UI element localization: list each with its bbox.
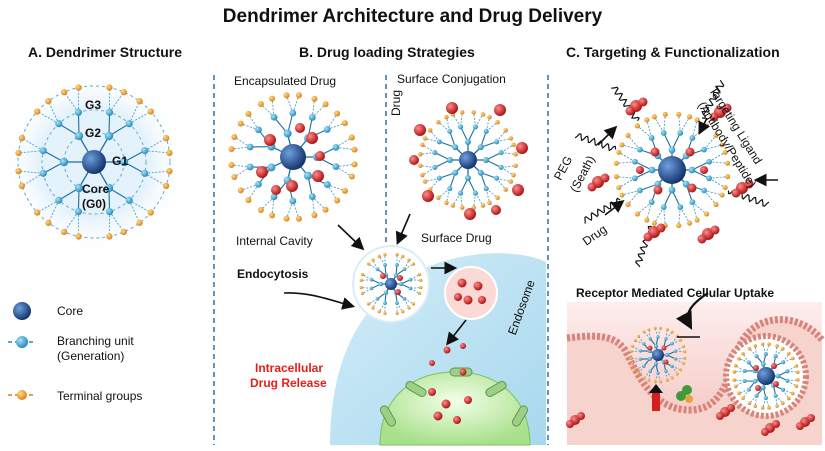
legend-terminal-label: Terminal groups: [57, 389, 143, 403]
legend-core-icon: [13, 302, 31, 320]
receptor-green: [676, 385, 693, 403]
label-core: Core: [82, 182, 110, 196]
endocytosis-arrow: [283, 292, 356, 310]
receptor-uptake-panel: [566, 292, 825, 445]
surface-conjugated-dendrimer: [409, 102, 528, 220]
endosome: [444, 266, 498, 320]
label-g0: (G0): [82, 197, 106, 211]
functionalized-dendrimer: [574, 79, 770, 268]
cell-membrane: [566, 316, 825, 414]
encapsulated-dendrimer: [228, 92, 358, 222]
legend-branch-label-2: (Generation): [57, 349, 125, 363]
section-a-title: A. Dendrimer Structure: [28, 44, 183, 60]
label-g2: G2: [85, 126, 102, 140]
arrow-to-cell-left: [337, 224, 365, 251]
nuclear-pores: [380, 367, 528, 427]
label-drug-b: Drug: [389, 89, 403, 116]
label-encapsulated-drug: Encapsulated Drug: [234, 74, 337, 88]
label-g3: G3: [85, 98, 102, 112]
legend-branch-icon: [16, 336, 28, 348]
section-dividers: [213, 75, 549, 445]
label-g1: G1: [112, 154, 129, 168]
arrow-to-cell-right: [395, 213, 411, 245]
core-sphere: [82, 150, 106, 174]
dendrimer-structure: [2, 70, 186, 254]
label-internal-cavity: Internal Cavity: [236, 234, 313, 248]
page-title: Dendrimer Architecture and Drug Delivery: [222, 6, 603, 27]
cell: [330, 245, 546, 446]
legend-terminal-icon: [17, 390, 27, 400]
legend: [8, 302, 36, 400]
label-endocytosis: Endocytosis: [237, 267, 309, 281]
receptor-red: [652, 393, 660, 411]
section-b-title: B. Drug loading Strategies: [299, 44, 475, 60]
section-c-arrows: [597, 117, 778, 216]
label-receptor-uptake: Receptor Mediated Cellular Uptake: [576, 286, 775, 300]
label-surface-conjugation: Surface Conjugation: [397, 72, 506, 86]
arrow-release: [446, 319, 467, 346]
section-c-title: C. Targeting & Functionalization: [566, 44, 780, 60]
flow-arrows: [283, 213, 467, 346]
legend-core-label: Core: [57, 304, 84, 318]
legend-branch-label-1: Branching unit: [57, 334, 134, 348]
label-surface-drug: Surface Drug: [421, 231, 492, 245]
label-release-1: Intracellular: [255, 361, 324, 375]
label-release-2: Drug Release: [250, 376, 327, 390]
